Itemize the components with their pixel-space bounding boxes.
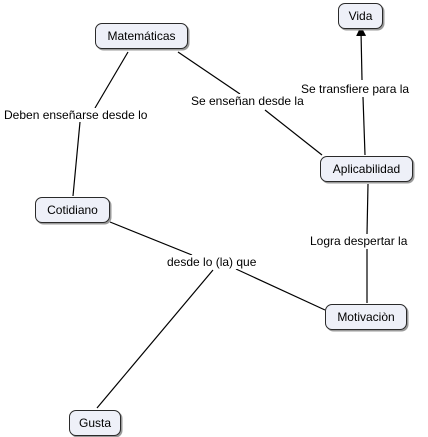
link-label-logra-despertar: Logra despertar la (310, 234, 408, 248)
line-se-transfiere-to-vida-arrow (356, 26, 367, 81)
link-label-se-transfiere: Se transfiere para la (301, 82, 410, 96)
node-matematicas[interactable]: Matemáticas (95, 23, 188, 49)
node-cotidiano[interactable]: Cotidiano (35, 197, 110, 223)
line-aplicabilidad-to-se-transfiere (362, 96, 366, 156)
line-matematicas-to-se-ensenan (177, 51, 241, 95)
node-gusta[interactable]: Gusta (69, 410, 121, 436)
line-deben-to-cotidiano (72, 121, 81, 197)
line-matematicas-to-deben (94, 51, 129, 109)
link-label-deben-ensenarse: Deben enseñarse desde lo (4, 108, 148, 122)
node-vida[interactable]: Vida (338, 3, 383, 29)
line-desde-to-motivacion (235, 268, 326, 311)
node-aplicabilidad[interactable]: Aplicabilidad (320, 156, 413, 182)
line-aplicabilidad-to-logra (366, 183, 369, 235)
line-se-ensenan-to-aplicabilidad (264, 109, 323, 156)
line-cotidiano-to-desde (109, 221, 193, 256)
node-motivacion[interactable]: Motivaciòn (325, 304, 407, 330)
link-label-se-ensenan: Se enseñan desde la (191, 94, 304, 108)
link-label-desde-lo-la-que: desde lo (la) que (167, 255, 257, 269)
line-desde-to-gusta (96, 269, 214, 409)
